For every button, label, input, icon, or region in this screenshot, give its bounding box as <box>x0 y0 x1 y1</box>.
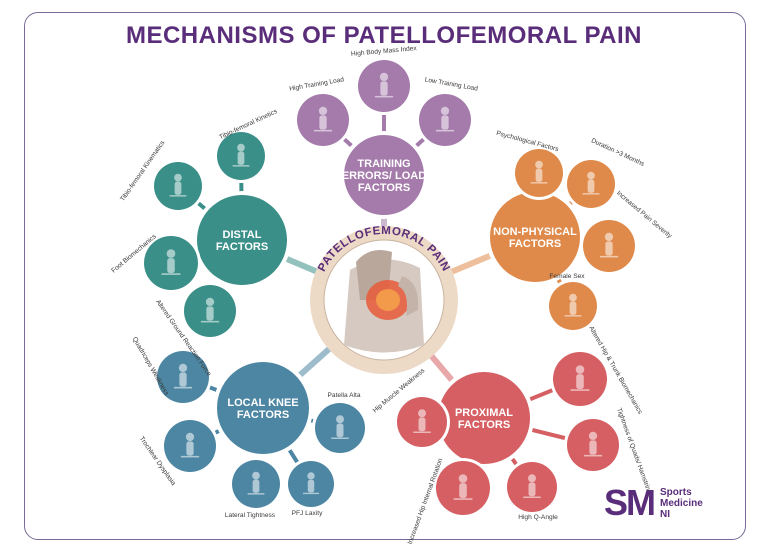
local-knee-factor: Quadriceps Weakness <box>131 336 212 406</box>
distal-hub-label: FACTORS <box>216 241 268 253</box>
proximal-hub-label: FACTORS <box>458 419 510 431</box>
distal-factor: Tibio-femoral Kinetics <box>214 108 279 183</box>
local-knee-factor: Trochlear Dysplasia <box>138 417 219 487</box>
nonphysical-hub-label: FACTORS <box>509 238 561 250</box>
local-knee-factor-label: Patella Alta <box>328 392 361 399</box>
local-knee-hub-label: FACTORS <box>237 409 289 421</box>
female-icon <box>564 293 582 317</box>
proximal-factor-label: High Q-Angle <box>518 514 558 521</box>
training-hub-label: ERRORS/ LOAD <box>342 170 426 182</box>
leg-muscles-icon <box>247 471 265 495</box>
logo-mark: SM <box>604 482 656 523</box>
knee-joint-icon <box>331 415 349 439</box>
page-title: MECHANISMS OF PATELLOFEMORAL PAIN <box>125 22 643 49</box>
target-icon <box>599 232 619 258</box>
training-hub <box>344 135 424 215</box>
nonphysical-factor: Female Sex <box>546 273 600 333</box>
training-factor: Low Training Load <box>416 76 479 149</box>
walking-person-icon <box>169 173 187 197</box>
knee-bones-icon <box>302 472 320 495</box>
sprinter-icon <box>570 365 590 391</box>
shoe-force-icon <box>200 297 220 323</box>
proximal-factor: Altered Hip & Trunk Biomechanics <box>550 325 644 416</box>
proximal-factor: High Q-Angle <box>504 459 560 521</box>
local-knee-factor: Patella Alta <box>312 392 368 456</box>
training-factor-label: High Training Load <box>289 76 345 93</box>
local-knee-hub <box>217 362 309 454</box>
center-node: PATELLOFEMORAL PAIN <box>310 225 458 374</box>
proximal-factor: Increased Hip Internal Rotation <box>407 457 493 545</box>
distal-factor: Tibio-femoral Kinematics <box>119 139 205 213</box>
running-person-icon <box>313 106 333 132</box>
training-hub-label: TRAINING <box>357 158 410 170</box>
proximal-factor: Hip Muscle Weakness <box>372 367 450 450</box>
logo-line-1: Sports <box>660 486 692 498</box>
local-knee-factor: PFJ Laxity <box>285 458 337 517</box>
distal-factor: Foot Biomechanics <box>110 233 201 293</box>
thigh-muscles-icon <box>583 431 603 457</box>
hiker-icon <box>232 143 250 167</box>
quadriceps-icon <box>173 363 193 389</box>
femur-condyle-icon <box>180 432 200 458</box>
local-knee-factor-label: PFJ Laxity <box>292 510 323 517</box>
distal-hub-label: DISTAL <box>223 229 262 241</box>
distal-hub <box>197 195 287 285</box>
training-factor: High Training Load <box>289 76 352 149</box>
nonphysical-factor: Psychological Factors <box>496 130 566 200</box>
footprint-icon <box>161 249 181 275</box>
local-knee-factor-label: Lateral Tightness <box>225 512 276 519</box>
q-angle-icon <box>523 474 541 498</box>
hip-muscles-icon <box>413 409 431 433</box>
sedentary-person-icon <box>435 106 455 132</box>
logo-text: Sports Medicine NI <box>660 487 703 520</box>
training-factor-label: Low Training Load <box>424 76 479 92</box>
knee-pain-photo <box>344 249 424 353</box>
proximal-hub <box>438 372 530 464</box>
training-factor-label: High Body Mass Index <box>351 45 418 58</box>
nonphysical-hub <box>490 192 580 282</box>
nonphysical-factor-label: Female Sex <box>549 273 585 280</box>
body-mass-icon <box>374 72 394 98</box>
hip-rotation-icon <box>453 474 473 500</box>
training-factor: High Body Mass Index <box>351 45 418 115</box>
sports-medicine-ni-logo: SM Sports Medicine NI <box>604 485 703 521</box>
nonphysical-hub-label: NON-PHYSICAL <box>493 226 577 238</box>
logo-line-3: NI <box>660 508 670 520</box>
logo-line-2: Medicine <box>660 497 703 509</box>
head-gear-icon <box>530 160 548 184</box>
nonphysical-factor: Duration >3 Months <box>564 137 646 211</box>
stopwatch-icon <box>582 171 600 195</box>
local-knee-factor: Lateral Tightness <box>225 457 283 519</box>
local-knee-hub-label: LOCAL KNEE <box>227 397 298 409</box>
proximal-hub-label: PROXIMAL <box>455 407 513 419</box>
training-hub-label: FACTORS <box>358 182 410 194</box>
